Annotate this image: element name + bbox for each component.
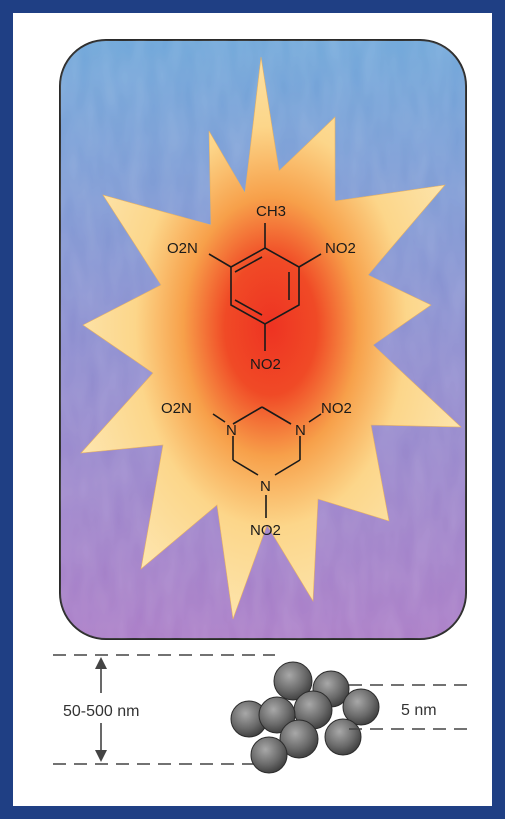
rdx-no2-left-label: O2N [161, 400, 192, 417]
figure-panel: CH3 O2N NO2 NO2 N N N O2N NO2 NO2 [13, 13, 492, 806]
tnt-bond-no2-right [298, 253, 322, 268]
nanoparticle-cluster [230, 661, 380, 774]
nanoparticle [279, 719, 319, 759]
tnt-ch3-label: CH3 [256, 203, 286, 220]
rdx-no2-bottom-label: NO2 [250, 522, 281, 539]
rdx-bond-no2-left [212, 413, 226, 423]
rdx-n-left-label: N [226, 422, 237, 439]
rdx-n-bottom-label: N [260, 478, 271, 495]
explosion-burst [80, 56, 462, 620]
nanoparticle [324, 718, 362, 756]
tnt-bond-no2-left [208, 253, 232, 268]
rdx-n-right-label: N [295, 422, 306, 439]
nanoparticle [258, 696, 296, 734]
nanoparticle [250, 736, 288, 774]
aggregate-size-label: 50-500 nm [63, 703, 140, 720]
rdx-molecule [212, 406, 322, 518]
arrow-down-icon [95, 750, 107, 762]
tnt-no2-left-label: O2N [167, 240, 198, 257]
nanoparticle [273, 661, 313, 701]
rdx-no2-right-label: NO2 [321, 400, 352, 417]
tnt-molecule [208, 223, 322, 351]
illustration: CH3 O2N NO2 NO2 N N N O2N NO2 NO2 [53, 39, 471, 774]
rdx-bond-no2-right [308, 413, 322, 423]
particle-size-label: 5 nm [401, 702, 437, 719]
nanoparticle [342, 688, 380, 726]
tnt-no2-right-label: NO2 [325, 240, 356, 257]
arrow-up-icon [95, 657, 107, 669]
tnt-no2-bottom-label: NO2 [250, 356, 281, 373]
